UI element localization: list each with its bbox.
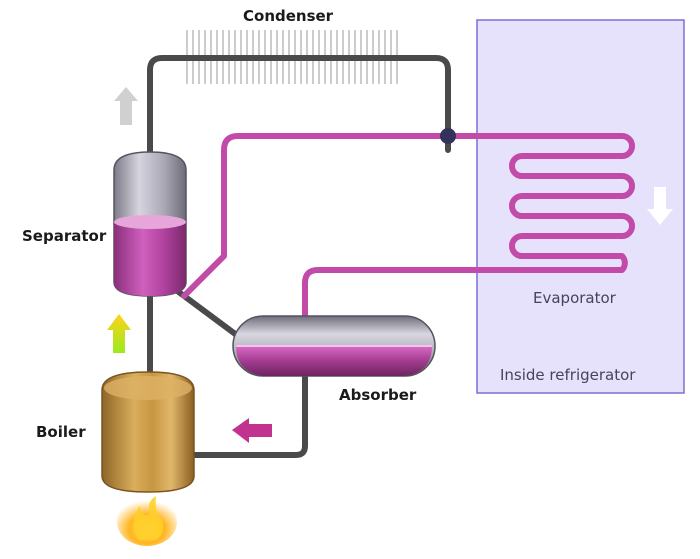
separator-gas-pipe — [181, 133, 443, 299]
absorber-vessel — [232, 315, 436, 377]
junction-valve — [440, 128, 456, 144]
condenser-pipe — [147, 55, 451, 161]
condenser-label: Condenser — [243, 7, 334, 25]
inside-refrigerator-label: Inside refrigerator — [500, 366, 636, 384]
arrow-left-icon — [232, 418, 272, 443]
arrow-up-icon — [114, 87, 138, 125]
arrow-up-icon — [107, 314, 131, 353]
separator-label: Separator — [22, 227, 107, 245]
arrow-down-icon — [647, 187, 673, 225]
evaporator-coil — [302, 133, 635, 321]
absorber-to-boiler-pipe — [192, 369, 308, 458]
flame-icon — [117, 496, 177, 546]
absorber-label: Absorber — [339, 386, 417, 404]
refrigerator-interior-box — [476, 19, 685, 394]
boiler-vessel — [101, 371, 195, 493]
evaporator-label: Evaporator — [533, 289, 616, 307]
separator-vessel — [113, 151, 187, 297]
boiler-label: Boiler — [36, 423, 86, 441]
